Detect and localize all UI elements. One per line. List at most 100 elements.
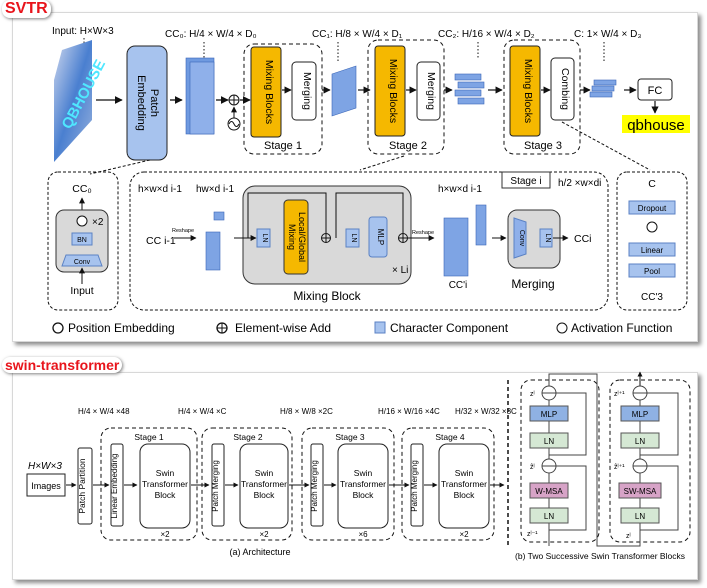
stage-3-box <box>503 39 581 155</box>
legend: Position Embedding Element-wise Add Char… <box>52 321 672 335</box>
detail-patch-embedding-box <box>47 171 119 311</box>
cc2-label: CC₂: H/16 × W/4 × D₂ <box>438 29 535 40</box>
svg-text:Local/GlobalMixing: Local/GlobalMixing <box>287 212 307 262</box>
stage-3-combing <box>550 57 575 121</box>
svg-text:CC i-1: CC i-1 <box>146 235 176 247</box>
svg-text:Conv: Conv <box>518 230 525 247</box>
svg-text:H/4 × W/4 ×C: H/4 × W/4 ×C <box>178 407 227 416</box>
swin-diagram: H×W×3 Images Patch Partition H/4 × W/4 ×… <box>26 371 691 561</box>
stage-4-box <box>401 427 495 541</box>
svg-text:×2: ×2 <box>459 530 469 539</box>
svg-text:LN: LN <box>350 234 357 243</box>
stage-1-mixing-blocks <box>250 46 282 138</box>
character-component-icon <box>374 321 386 334</box>
hw-character-components <box>205 211 225 271</box>
cc1-label: CC₁: H/8 × W/4 × D₁ <box>312 29 403 40</box>
stage-3-box <box>301 427 395 541</box>
stage-1-box <box>243 43 323 155</box>
svg-text:ẑˡ⁺¹: ẑˡ⁺¹ <box>614 464 625 471</box>
stage-2-swin-block <box>239 443 289 529</box>
cc1-character-components <box>331 65 357 117</box>
svg-text:LN: LN <box>635 437 645 446</box>
position-embedding-icon <box>52 322 64 334</box>
svg-text:Patch Merging: Patch Merging <box>211 460 220 512</box>
patch-partition <box>77 447 93 525</box>
svg-text:CCi: CCi <box>574 233 592 245</box>
svg-text:Mixing Blocks: Mixing Blocks <box>263 60 275 124</box>
svg-text:H/8 × W/8 ×2C: H/8 × W/8 ×2C <box>280 407 333 416</box>
local-global-mixing <box>283 199 309 275</box>
stage-1-box <box>100 427 198 541</box>
svg-text:LN: LN <box>544 234 551 243</box>
svg-text:Patch Partition: Patch Partition <box>77 458 87 514</box>
activation-function-icon <box>556 322 568 334</box>
svg-text:LN: LN <box>635 512 645 521</box>
svg-text:Element-wise Add: Element-wise Add <box>235 321 331 335</box>
svg-text:zˡ: zˡ <box>530 391 535 398</box>
svg-text:Images: Images <box>31 481 61 491</box>
c-label: C: 1× W/4 × D₃ <box>574 29 641 40</box>
svg-text:H/4 × W/4 ×48: H/4 × W/4 ×48 <box>78 407 130 416</box>
svg-text:Merging: Merging <box>511 277 554 291</box>
cc0-character-components <box>185 57 215 135</box>
svg-text:LN: LN <box>544 512 554 521</box>
output-text: qbhouse <box>627 117 685 134</box>
svg-text:Reshape: Reshape <box>412 230 434 236</box>
stage-4-patch-merging <box>410 443 424 527</box>
svtr-diagram: Input: H×W×3 QBHOUSE PatchEmbedding CC₀:… <box>47 26 690 335</box>
svg-text:Patch Merging: Patch Merging <box>310 460 319 512</box>
svg-text:Merging: Merging <box>301 72 313 110</box>
svg-text:PatchEmbedding: PatchEmbedding <box>135 75 160 131</box>
stage-i-label-box <box>501 171 551 189</box>
stage-3-label: Stage 3 <box>524 140 562 152</box>
svg-text:LN: LN <box>544 437 554 446</box>
caption-blocks: (b) Two Successive Swin Transformer Bloc… <box>515 551 685 561</box>
activation-function-icon <box>76 215 88 227</box>
stage-2-mixing-blocks <box>374 45 406 137</box>
svg-text:Stage 3: Stage 3 <box>335 432 365 442</box>
svg-text:SW-MSA: SW-MSA <box>624 487 657 496</box>
svg-text:BN: BN <box>77 237 87 244</box>
input-shape: H×W×3 <box>28 461 62 472</box>
svg-text:h/2 ×w×di: h/2 ×w×di <box>558 178 601 189</box>
ln-box <box>620 432 660 449</box>
svg-text:CC'3: CC'3 <box>641 292 663 303</box>
svg-text:Conv: Conv <box>74 259 91 266</box>
svg-text:MLP: MLP <box>376 229 385 245</box>
ln-box <box>620 507 660 524</box>
stage-2-label: Stage 2 <box>389 140 427 152</box>
c-character-components <box>589 79 617 98</box>
mlp-box <box>620 405 660 422</box>
svg-text:MLP: MLP <box>632 410 648 419</box>
svg-text:Pool: Pool <box>644 267 660 276</box>
svg-text:h×w×d i-1: h×w×d i-1 <box>138 184 182 195</box>
stage-2-patch-merging <box>211 443 225 527</box>
svg-text:LN: LN <box>261 234 268 243</box>
svg-text:h×w×d i-1: h×w×d i-1 <box>438 184 482 195</box>
swin-tag: swin-transformer <box>2 357 123 373</box>
svg-text:FC: FC <box>648 85 663 97</box>
stage-3-mixing-blocks <box>509 45 541 137</box>
svg-text:Merging: Merging <box>425 72 437 110</box>
svg-text:zˡ⁻¹: zˡ⁻¹ <box>527 531 538 538</box>
svg-text:Activation Function: Activation Function <box>571 321 672 335</box>
svg-text:ẑˡ: ẑˡ <box>530 464 535 471</box>
stage-2-box <box>201 427 293 541</box>
svg-text:Input: Input <box>70 285 93 297</box>
svg-text:Stage 4: Stage 4 <box>435 432 465 442</box>
svg-text:Mixing Blocks: Mixing Blocks <box>387 59 399 123</box>
svg-text:Stage 1: Stage 1 <box>134 432 164 442</box>
cc0-label: CC₀: H/4 × W/4 × D₀ <box>165 29 257 40</box>
svg-text:zˡ: zˡ <box>626 533 631 540</box>
svg-text:×2: ×2 <box>259 530 269 539</box>
swin-block-pair-1: MLP LN W-MSA LN zˡ ẑˡ zˡ⁻¹ <box>520 373 600 546</box>
svg-text:Stage i: Stage i <box>510 176 541 187</box>
svg-text:H/32 × W/32 ×8C: H/32 × W/32 ×8C <box>455 407 517 416</box>
svg-text:W-MSA: W-MSA <box>535 487 563 496</box>
svtr-tag: SVTR <box>2 0 51 18</box>
stage-3-patch-merging <box>310 443 324 527</box>
